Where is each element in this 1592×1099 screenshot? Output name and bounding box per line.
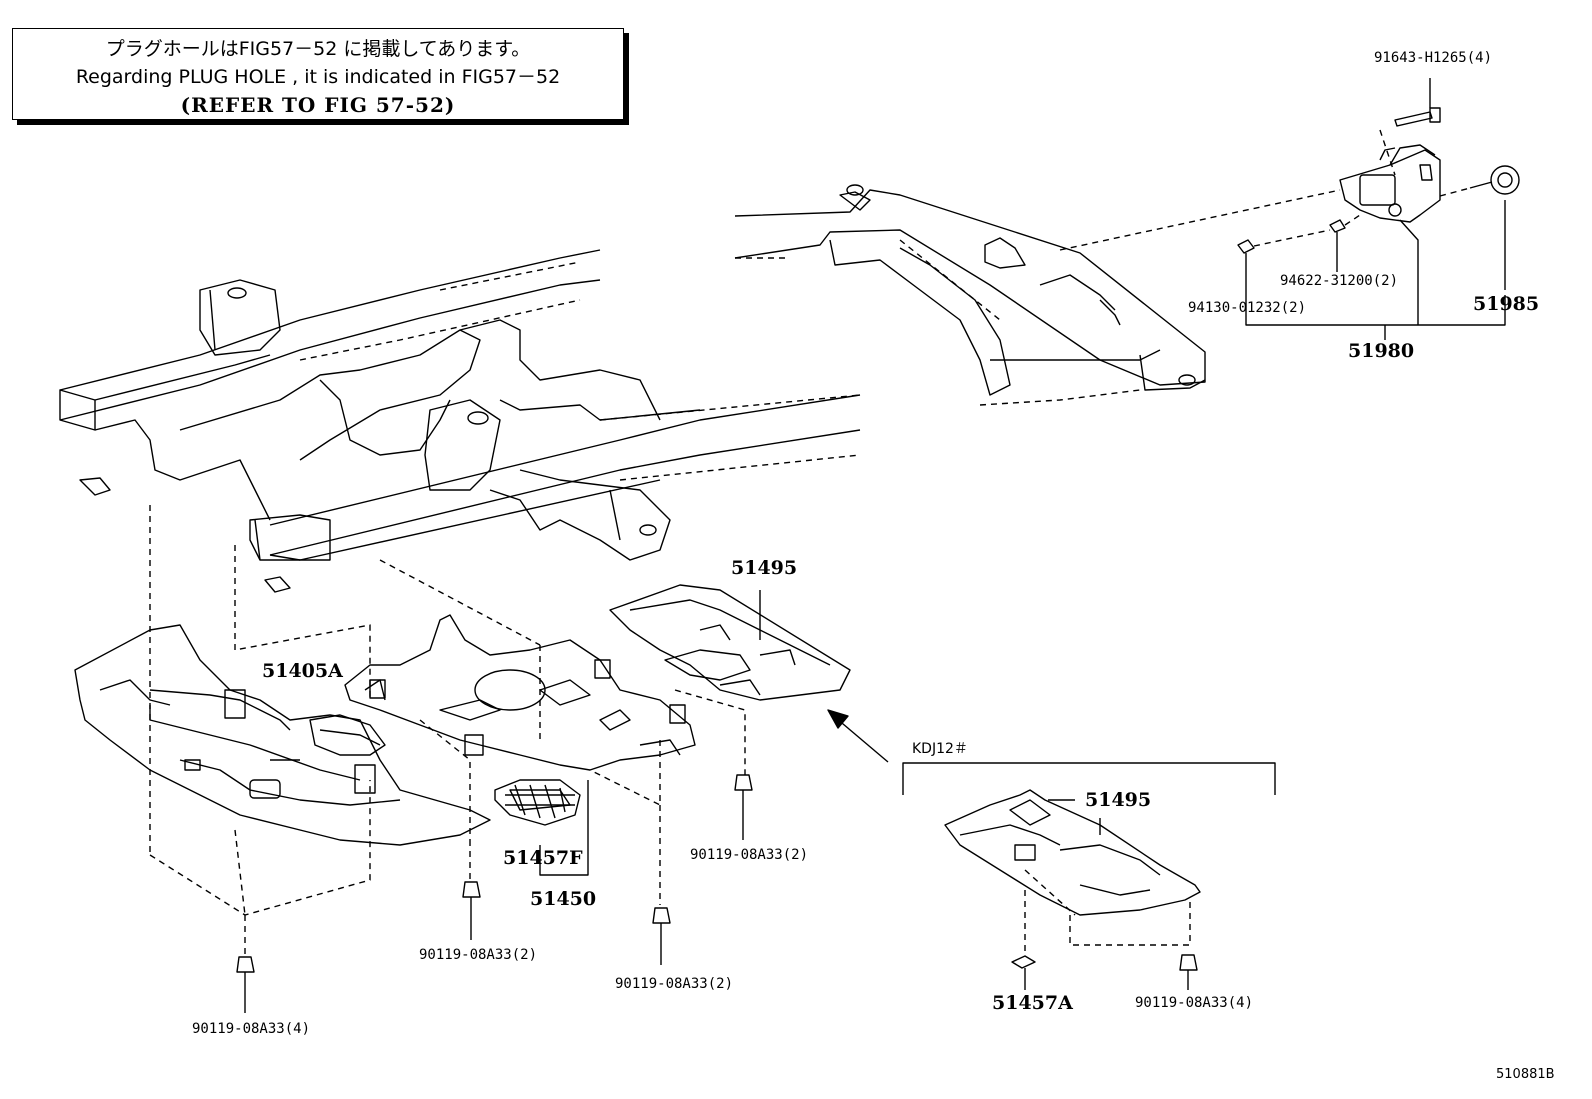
bolt-icon-kdj: [1179, 954, 1198, 990]
bolt-group: [236, 774, 1198, 1013]
bolt-icon-d: [236, 956, 255, 1013]
label-51980: 51980: [1348, 340, 1415, 362]
note-refer-line: (REFER TO FIG 57-52): [180, 93, 456, 117]
bolt-icon-b: [462, 881, 481, 940]
label-94622: 94622-31200(2): [1280, 273, 1399, 289]
label-kdj12: KDJ12＃: [912, 741, 968, 757]
label-bolt-a: 90119-08A33(2): [690, 847, 809, 863]
note-english-line: Regarding PLUG HOLE , it is indicated in…: [75, 66, 561, 88]
bolt-icon-c: [652, 907, 671, 965]
label-51985: 51985: [1473, 293, 1540, 315]
front-frame: [59, 249, 861, 593]
label-51457F: 51457F: [503, 847, 583, 869]
label-51457A: 51457A: [992, 992, 1073, 1014]
tow-hook-assembly: [1059, 78, 1520, 340]
rear-frame: [734, 184, 1206, 406]
bolt-icon-a: [734, 774, 753, 840]
rear-under-cover-51495: [609, 584, 851, 701]
label-bolt-c: 90119-08A33(2): [615, 976, 734, 992]
alignment-lines: [149, 505, 746, 955]
kdj-variant: [902, 762, 1276, 990]
label-bolt-kdj: 90119-08A33(4): [1135, 995, 1254, 1011]
label-bolt-d: 90119-08A33(4): [192, 1021, 311, 1037]
figure-code: 510881B: [1496, 1067, 1555, 1082]
label-51405A: 51405A: [262, 660, 343, 682]
variant-arrow: [827, 709, 889, 763]
label-51450: 51450: [530, 888, 597, 910]
front-under-cover-51405A: [74, 624, 491, 846]
label-51495-main: 51495: [731, 557, 798, 579]
middle-under-cover-51450: [344, 614, 696, 876]
label-bolt-b: 90119-08A33(2): [419, 947, 538, 963]
label-94130: 94130-01232(2): [1188, 300, 1307, 316]
label-91643: 91643-H1265(4): [1374, 50, 1493, 66]
label-51495-kdj: 51495: [1085, 789, 1152, 811]
reference-note-box: プラグホールはFIG57－52 に掲載してあります。 Regarding PLU…: [12, 28, 624, 120]
note-japanese-line: プラグホールはFIG57－52 に掲載してあります。: [105, 38, 531, 60]
